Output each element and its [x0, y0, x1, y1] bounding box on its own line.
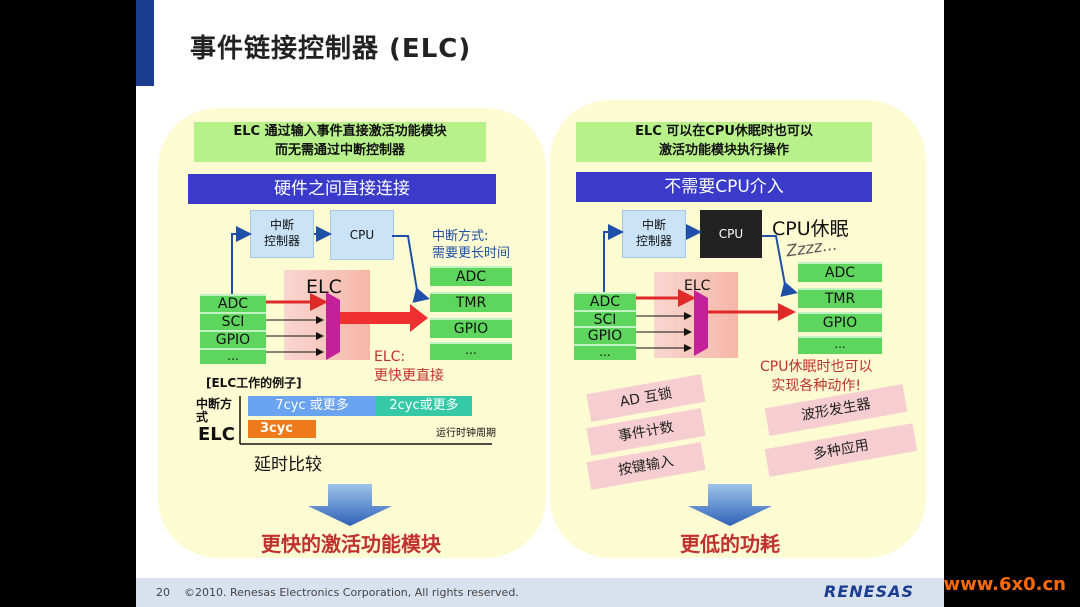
left-row1-label: 中断方式 [196, 397, 233, 424]
left-diagram-arrows [231, 226, 492, 445]
right-band: 不需要CPU介入 [576, 172, 872, 202]
watermark: www.6x0.cn [943, 574, 1066, 595]
right-input-adc: ADC [574, 292, 636, 310]
left-output-tmr: TMR [430, 292, 512, 312]
left-output-more: ... [430, 342, 512, 360]
slide: 事件链接控制器 (ELC) ELC 通过输入事件直接激活功能模块 而无需通过中断… [136, 0, 944, 607]
footer-page-number: 20 [156, 586, 170, 599]
left-note: ELC 通过输入事件直接激活功能模块 而无需通过中断控制器 [194, 122, 486, 162]
right-irq-controller: 中断 控制器 [622, 210, 686, 258]
left-caption: 更快的激活功能模块 [261, 532, 441, 556]
left-irq-note-line1: 中断方式: [432, 229, 489, 244]
left-elc-label: ELC [306, 276, 342, 298]
left-band: 硬件之间直接连接 [188, 174, 496, 204]
footer: 20 ©2010. Renesas Electronics Corporatio… [136, 578, 944, 607]
left-output-adc: ADC [430, 266, 512, 286]
left-input-gpio: GPIO [200, 330, 266, 348]
right-irq-line1: 中断 [641, 218, 666, 232]
left-row2-bar: 3cyc [248, 420, 316, 438]
right-sleep-note-line1: CPU休眠时也可以 [760, 359, 873, 375]
right-output-tmr: TMR [798, 288, 882, 308]
right-output-adc: ADC [798, 262, 882, 282]
left-irq-note: 中断方式: 需要更长时间 [432, 228, 510, 262]
left-irq-note-line2: 需要更长时间 [432, 246, 511, 261]
left-output-gpio: GPIO [430, 318, 512, 338]
left-note-line2: 而无需通过中断控制器 [274, 143, 405, 158]
right-note-line2: 激活功能模块执行操作 [658, 143, 789, 158]
left-elc-note-line2: 更快更直接 [374, 368, 444, 384]
left-input-more: ... [200, 348, 266, 364]
left-axis-label: 运行时钟周期 [436, 428, 496, 439]
left-elc-note-line1: ELC: [374, 349, 406, 365]
left-row1-bar1: 7cyc 或更多 [248, 396, 376, 416]
right-cpu-box: CPU [700, 210, 762, 258]
left-irq-line2: 控制器 [263, 234, 300, 248]
renesas-logo: RENESAS [824, 582, 914, 601]
left-row1-bar2: 2cyc或更多 [376, 396, 472, 416]
left-elc-note: ELC: 更快更直接 [374, 348, 444, 386]
right-output-gpio: GPIO [798, 312, 882, 332]
left-input-adc: ADC [200, 294, 266, 312]
footer-copyright-text: ©2010. Renesas Electronics Corporation, … [184, 586, 519, 599]
right-note: ELC 可以在CPU休眠时也可以 激活功能模块执行操作 [576, 122, 872, 162]
right-caption: 更低的功耗 [680, 532, 780, 556]
page-title: 事件链接控制器 (ELC) [190, 34, 472, 64]
left-input-sci: SCI [200, 312, 266, 330]
right-input-sci: SCI [574, 310, 636, 328]
left-row2-label: ELC [198, 424, 235, 445]
title-accent-bar [136, 0, 154, 86]
right-cpu-sleep: CPU休眠 [772, 218, 849, 240]
right-input-more: ... [574, 344, 636, 360]
footer-copyright: 20 ©2010. Renesas Electronics Corporatio… [156, 586, 519, 599]
right-diagram-arrows [603, 224, 798, 526]
left-compare-label: 延时比较 [254, 455, 322, 475]
right-sleep-note: CPU休眠时也可以 实现各种动作! [760, 358, 872, 396]
right-input-gpio: GPIO [574, 326, 636, 344]
right-note-line1: ELC 可以在CPU休眠时也可以 [635, 124, 813, 139]
left-example-title: [ELC工作的例子] [206, 376, 302, 390]
right-output-more: ... [798, 336, 882, 354]
left-note-line1: ELC 通过输入事件直接激活功能模块 [233, 124, 447, 139]
right-irq-line2: 控制器 [635, 234, 672, 248]
left-irq-line1: 中断 [269, 218, 294, 232]
left-down-arrow [308, 484, 392, 526]
right-sleep-note-line2: 实现各种动作! [771, 378, 862, 394]
